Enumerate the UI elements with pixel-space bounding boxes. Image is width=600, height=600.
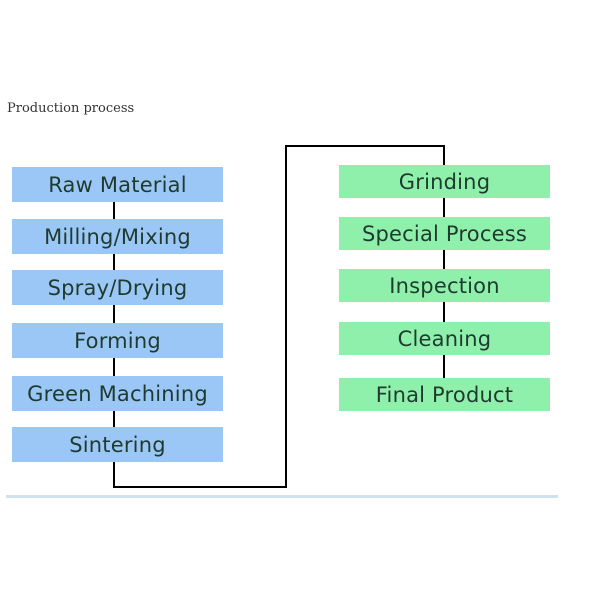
step-milling-mixing: Milling/Mixing: [12, 219, 223, 254]
step-forming: Forming: [12, 323, 223, 358]
step-green-machining: Green Machining: [12, 376, 223, 411]
step-spray-drying: Spray/Drying: [12, 270, 223, 305]
step-final-product: Final Product: [339, 378, 550, 411]
step-inspection: Inspection: [339, 269, 550, 302]
step-sintering: Sintering: [12, 427, 223, 462]
step-special-process: Special Process: [339, 217, 550, 250]
page-title: Production process: [7, 101, 135, 116]
step-raw-material: Raw Material: [12, 167, 223, 202]
step-grinding: Grinding: [339, 165, 550, 198]
bottom-divider: [6, 495, 558, 498]
step-cleaning: Cleaning: [339, 322, 550, 355]
